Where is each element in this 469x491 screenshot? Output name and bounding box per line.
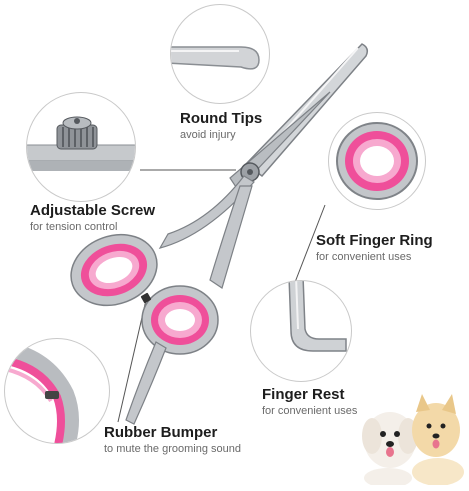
finger-ring-icon [336,122,418,200]
finger-rest-subtitle: for convenient uses [262,405,358,418]
callout-finger-rest: Finger Rest for convenient uses [262,386,357,418]
callout-round-tips: Round Tips avoid injury [180,110,262,142]
round-tips-subtitle: avoid injury [180,129,236,142]
soft-finger-ring-subtitle: for convenient uses [316,251,412,264]
callout-soft-finger-ring: Soft Finger Ring for convenient uses [316,232,433,264]
rubber-bumper-subtitle: to mute the grooming sound [104,443,241,456]
zoom-finger-rest [250,280,352,382]
finger-rest-title: Finger Rest [262,386,345,403]
finger-rest-icon [288,281,347,352]
round-tip-icon [171,46,260,70]
zoom-round-tip [170,4,270,104]
screw-icon [27,116,135,171]
soft-finger-ring-title: Soft Finger Ring [316,232,433,249]
adjustable-screw-subtitle: for tension control [30,221,118,234]
rubber-bumper-title: Rubber Bumper [104,424,218,441]
round-tips-title: Round Tips [180,110,263,127]
adjustable-screw-title: Adjustable Screw [30,202,156,219]
zoom-finger-ring [328,112,426,210]
rubber-bumper-icon [5,341,79,443]
connector-finger-ring [291,204,326,291]
callout-rubber-bumper: Rubber Bumper to mute the grooming sound [104,424,241,456]
dogs-photo [362,394,464,485]
bumper-mark [140,292,152,304]
zoom-screw [26,92,136,202]
callout-adjustable-screw: Adjustable Screw for tension control [30,202,155,234]
zoom-rubber-bumper [4,338,110,444]
